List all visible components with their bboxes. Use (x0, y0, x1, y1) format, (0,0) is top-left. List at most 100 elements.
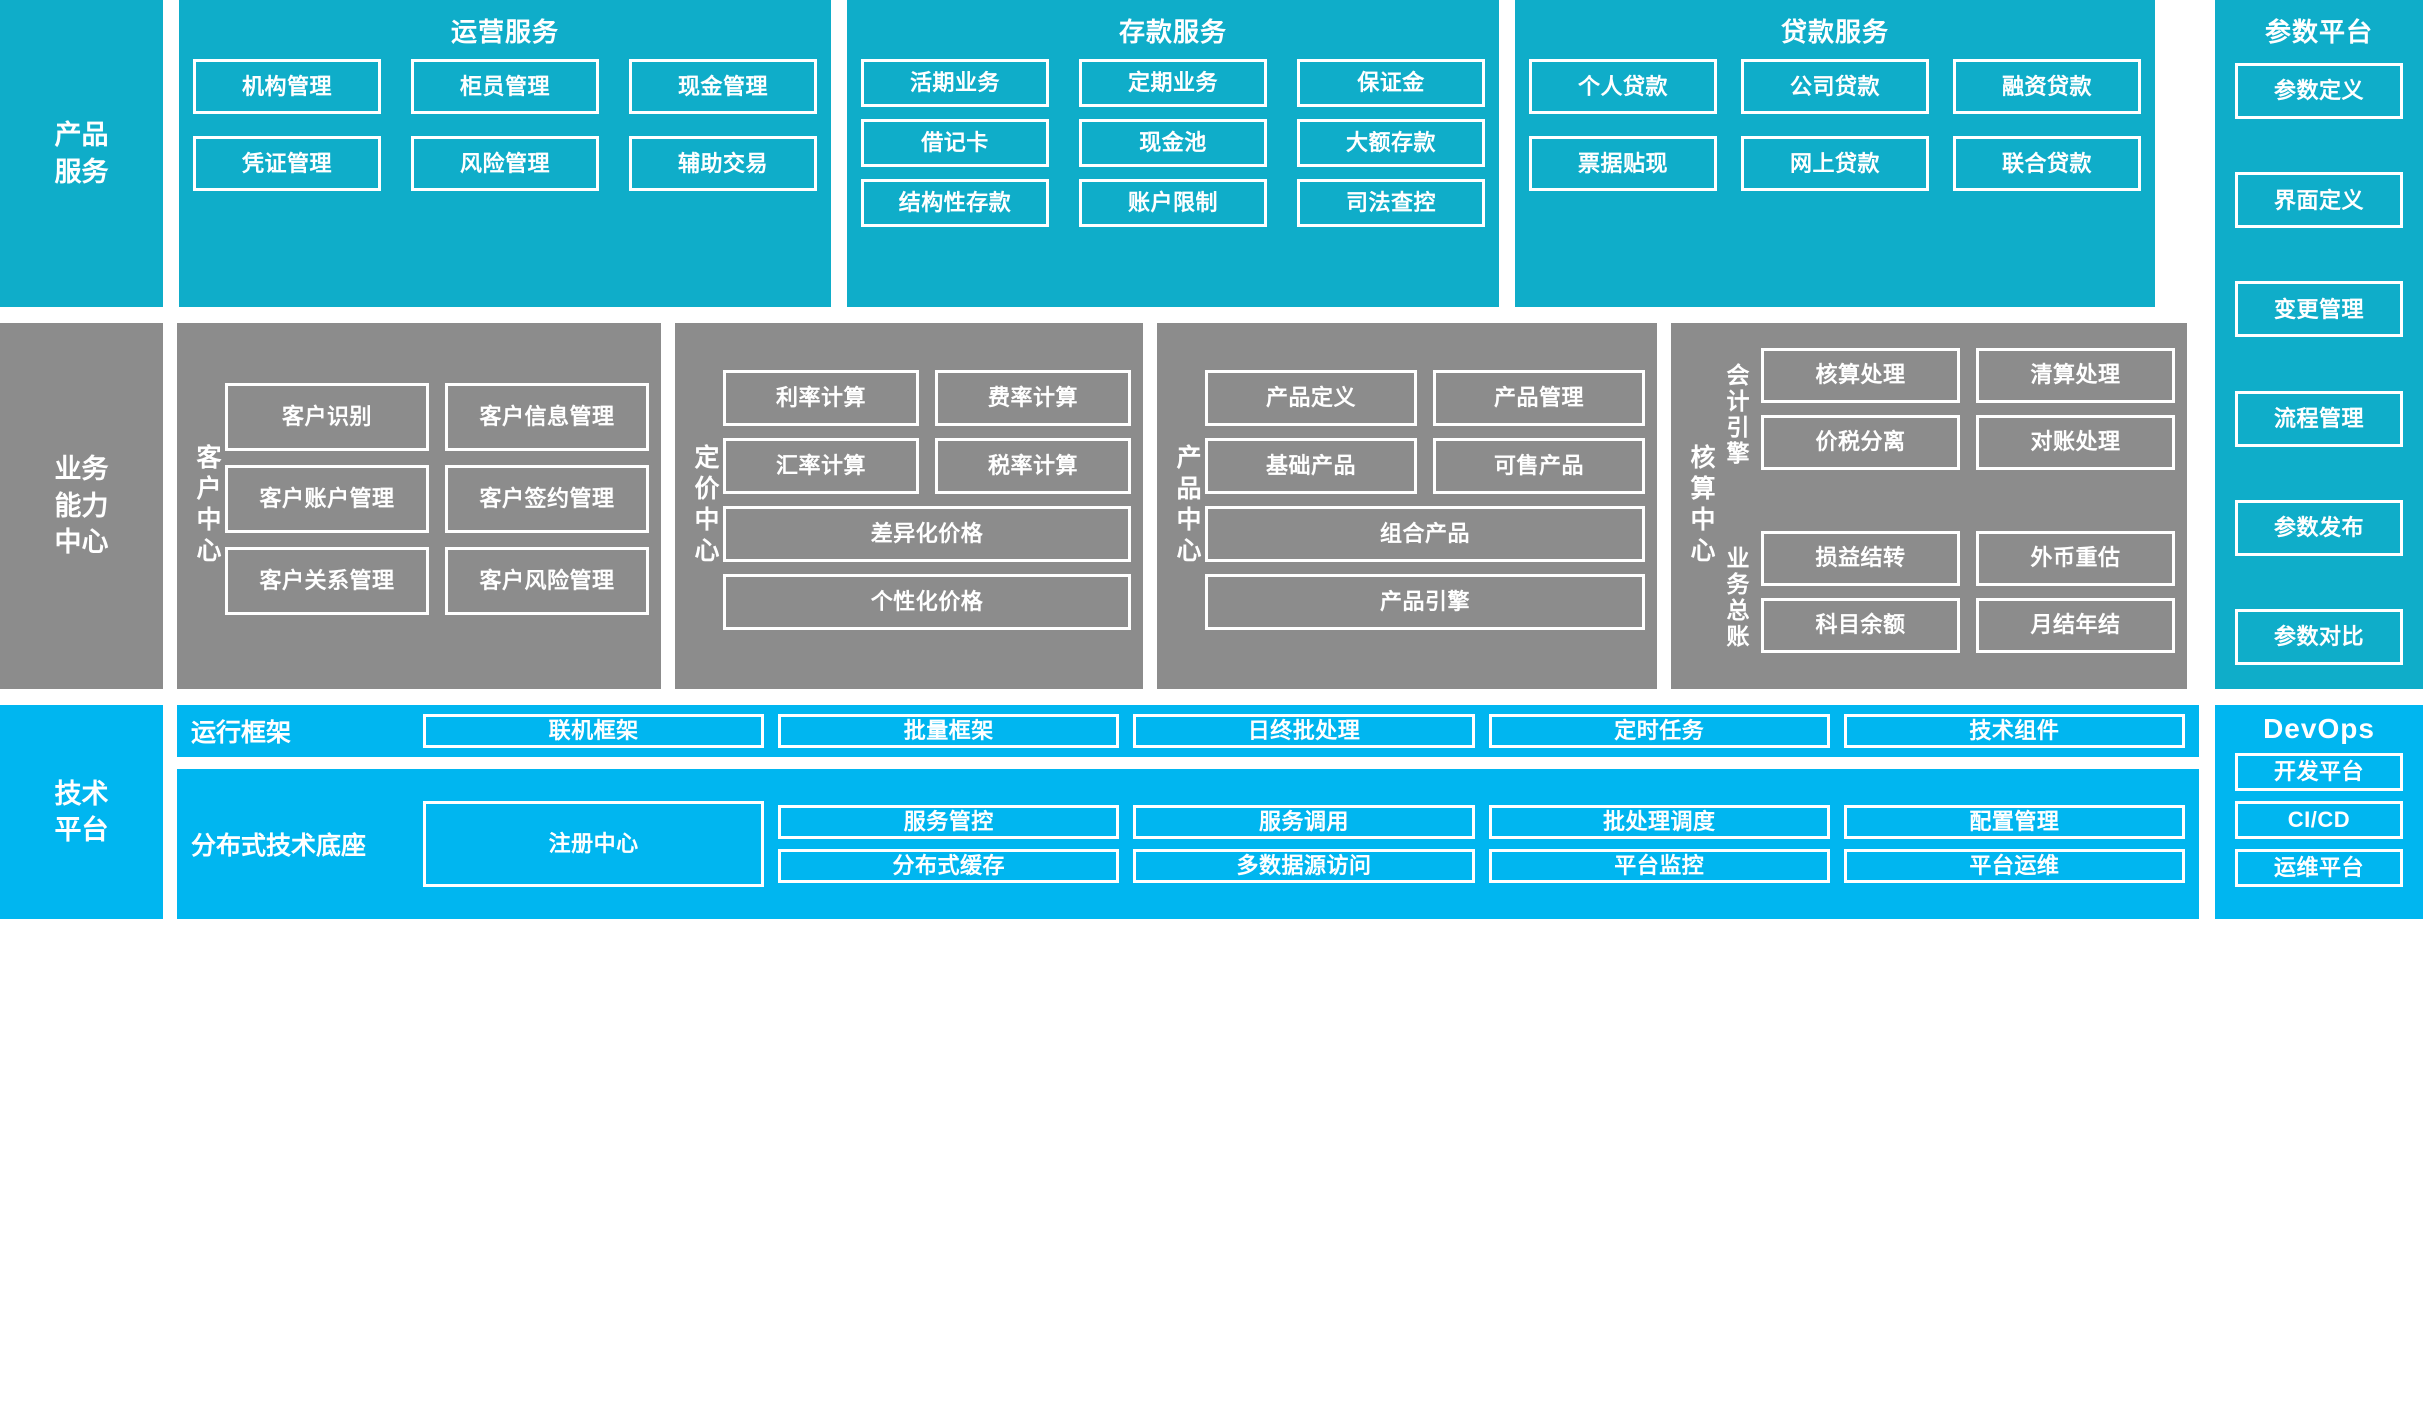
tech-item[interactable]: 平台运维 (1843, 849, 2186, 883)
devops-item[interactable]: 开发平台 (2235, 753, 2403, 791)
service-item[interactable]: 风险管理 (411, 136, 599, 191)
architecture-diagram: 产品服务 运营服务 机构管理 柜员管理 现金管理 凭证管理 风险管理 辅助交易 … (0, 0, 2423, 919)
param-item[interactable]: 参数对比 (2235, 608, 2403, 665)
service-item[interactable]: 机构管理 (193, 59, 381, 114)
tech-item[interactable]: 联机框架 (423, 714, 765, 748)
tech-item[interactable]: 定时任务 (1488, 714, 1830, 748)
service-item[interactable]: 现金池 (1079, 119, 1267, 167)
param-item[interactable]: 变更管理 (2235, 281, 2403, 338)
group-items-operations: 机构管理 柜员管理 现金管理 凭证管理 风险管理 辅助交易 (193, 59, 817, 213)
center-label-customer: 客户中心 (193, 444, 221, 568)
row-items-runtime-framework: 联机框架 批量框架 日终批处理 定时任务 技术组件 (423, 714, 2186, 748)
center-items-product: 产品定义 产品管理 基础产品 可售产品 组合产品 产品引擎 (1205, 323, 1645, 689)
panel-title-parameter-platform: 参数平台 (2264, 17, 2373, 47)
center-items-customer: 客户识别 客户信息管理 客户账户管理 客户签约管理 客户关系管理 客户风险管理 (225, 323, 649, 689)
capability-item[interactable]: 费率计算 (935, 370, 1131, 426)
technical-rows: 运行框架 联机框架 批量框架 日终批处理 定时任务 技术组件 分布式技术底座 注… (177, 705, 2199, 919)
capability-item[interactable]: 科目余额 (1761, 597, 1960, 653)
service-item[interactable]: 网上贷款 (1741, 136, 1929, 191)
service-item[interactable]: 个人贷款 (1529, 59, 1717, 114)
service-item[interactable]: 大额存款 (1297, 119, 1485, 167)
tech-item[interactable]: 批量框架 (778, 714, 1120, 748)
service-item[interactable]: 公司贷款 (1741, 59, 1929, 114)
tech-item[interactable]: 服务调用 (1133, 805, 1475, 839)
service-item[interactable]: 柜员管理 (411, 59, 599, 114)
center-items-pricing: 利率计算 费率计算 汇率计算 税率计算 差异化价格 个性化价格 (723, 323, 1131, 689)
center-customer: 客户中心 客户识别 客户信息管理 客户账户管理 客户签约管理 客户关系管理 客户… (177, 323, 661, 689)
tech-item[interactable]: 配置管理 (1843, 805, 2186, 839)
capability-item[interactable]: 产品管理 (1433, 370, 1645, 426)
panel-title-devops: DevOps (2263, 713, 2375, 744)
capability-item[interactable]: 组合产品 (1205, 506, 1645, 562)
devops-item[interactable]: 运维平台 (2235, 849, 2403, 887)
band-label-text: 技术平台 (54, 778, 109, 845)
capability-item[interactable]: 产品引擎 (1205, 574, 1645, 630)
tech-item[interactable]: 多数据源访问 (1133, 849, 1475, 883)
group-operations-services: 运营服务 机构管理 柜员管理 现金管理 凭证管理 风险管理 辅助交易 (179, 0, 831, 307)
capability-item[interactable]: 汇率计算 (723, 438, 919, 494)
group-loan-services: 贷款服务 个人贷款 公司贷款 融资贷款 票据贴现 网上贷款 联合贷款 (1515, 0, 2155, 307)
capability-item[interactable]: 客户风险管理 (445, 547, 649, 615)
capability-item[interactable]: 损益结转 (1761, 530, 1960, 586)
tech-item[interactable]: 技术组件 (1843, 714, 2186, 748)
center-label-product: 产品中心 (1173, 444, 1201, 568)
service-item[interactable]: 凭证管理 (193, 136, 381, 191)
capability-item[interactable]: 差异化价格 (723, 506, 1131, 562)
param-item[interactable]: 流程管理 (2235, 390, 2403, 447)
service-item[interactable]: 结构性存款 (861, 179, 1049, 227)
tech-item[interactable]: 服务管控 (778, 805, 1120, 839)
tech-column: 批处理调度 平台监控 (1488, 805, 1830, 883)
service-item[interactable]: 借记卡 (861, 119, 1049, 167)
service-item[interactable]: 保证金 (1297, 59, 1485, 107)
service-item[interactable]: 辅助交易 (629, 136, 817, 191)
band-label-text: 业务能力中心 (54, 454, 109, 558)
capability-item[interactable]: 利率计算 (723, 370, 919, 426)
capability-item[interactable]: 核算处理 (1761, 347, 1960, 403)
service-item[interactable]: 现金管理 (629, 59, 817, 114)
param-item[interactable]: 参数定义 (2235, 63, 2403, 119)
service-item[interactable]: 司法查控 (1297, 179, 1485, 227)
accounting-subgroups: 会计引擎 核算处理 清算处理 价税分离 对账处理 业务总账 损益结转 外币重估 … (1719, 323, 2175, 689)
service-item[interactable]: 账户限制 (1079, 179, 1267, 227)
capability-item[interactable]: 对账处理 (1976, 414, 2175, 470)
tech-item[interactable]: 日终批处理 (1133, 714, 1475, 748)
capability-item[interactable]: 基础产品 (1205, 438, 1417, 494)
group-items-deposit: 活期业务 定期业务 保证金 借记卡 现金池 大额存款 结构性存款 账户限制 司法… (861, 59, 1485, 239)
registry-center-wrapper: 注册中心 (423, 801, 765, 887)
capability-item[interactable]: 客户签约管理 (445, 465, 649, 533)
service-item[interactable]: 票据贴现 (1529, 136, 1717, 191)
band-label-technical-platform: 技术平台 (0, 705, 163, 919)
panel-items-parameter-platform: 参数定义 界面定义 变更管理 流程管理 参数发布 参数对比 (2235, 63, 2403, 689)
capability-item[interactable]: 产品定义 (1205, 370, 1417, 426)
tech-column: 配置管理 平台运维 (1843, 805, 2186, 883)
subgroup-items-general-ledger: 损益结转 外币重估 科目余额 月结年结 (1753, 530, 2175, 665)
capability-item[interactable]: 客户账户管理 (225, 465, 429, 533)
capability-item[interactable]: 客户信息管理 (445, 383, 649, 451)
subgroup-accounting-engine: 会计引擎 核算处理 清算处理 价税分离 对账处理 (1719, 323, 2175, 506)
param-item[interactable]: 界面定义 (2235, 172, 2403, 229)
tech-item[interactable]: 平台监控 (1488, 849, 1830, 883)
capability-item[interactable]: 个性化价格 (723, 574, 1131, 630)
capability-item[interactable]: 月结年结 (1976, 597, 2175, 653)
capability-item[interactable]: 可售产品 (1433, 438, 1645, 494)
service-item[interactable]: 融资贷款 (1953, 59, 2141, 114)
capability-item[interactable]: 清算处理 (1976, 347, 2175, 403)
right-rail: 参数平台 参数定义 界面定义 变更管理 流程管理 参数发布 参数对比 DevOp… (2215, 0, 2423, 919)
center-pricing: 定价中心 利率计算 费率计算 汇率计算 税率计算 差异化价格 个性化价格 (675, 323, 1143, 689)
service-item[interactable]: 联合贷款 (1953, 136, 2141, 191)
capability-item[interactable]: 税率计算 (935, 438, 1131, 494)
service-item[interactable]: 活期业务 (861, 59, 1049, 107)
capability-item[interactable]: 客户关系管理 (225, 547, 429, 615)
devops-item[interactable]: CI/CD (2235, 801, 2403, 839)
tech-item[interactable]: 批处理调度 (1488, 805, 1830, 839)
capability-item[interactable]: 外币重估 (1976, 530, 2175, 586)
tech-item-registry-center[interactable]: 注册中心 (423, 801, 765, 887)
subgroup-label-accounting-engine: 会计引擎 (1723, 362, 1749, 467)
service-item[interactable]: 定期业务 (1079, 59, 1267, 107)
tech-column: 服务管控 分布式缓存 (778, 805, 1120, 883)
capability-item[interactable]: 价税分离 (1761, 414, 1960, 470)
group-items-loan: 个人贷款 公司贷款 融资贷款 票据贴现 网上贷款 联合贷款 (1529, 59, 2141, 213)
param-item[interactable]: 参数发布 (2235, 499, 2403, 556)
tech-item[interactable]: 分布式缓存 (778, 849, 1120, 883)
capability-item[interactable]: 客户识别 (225, 383, 429, 451)
